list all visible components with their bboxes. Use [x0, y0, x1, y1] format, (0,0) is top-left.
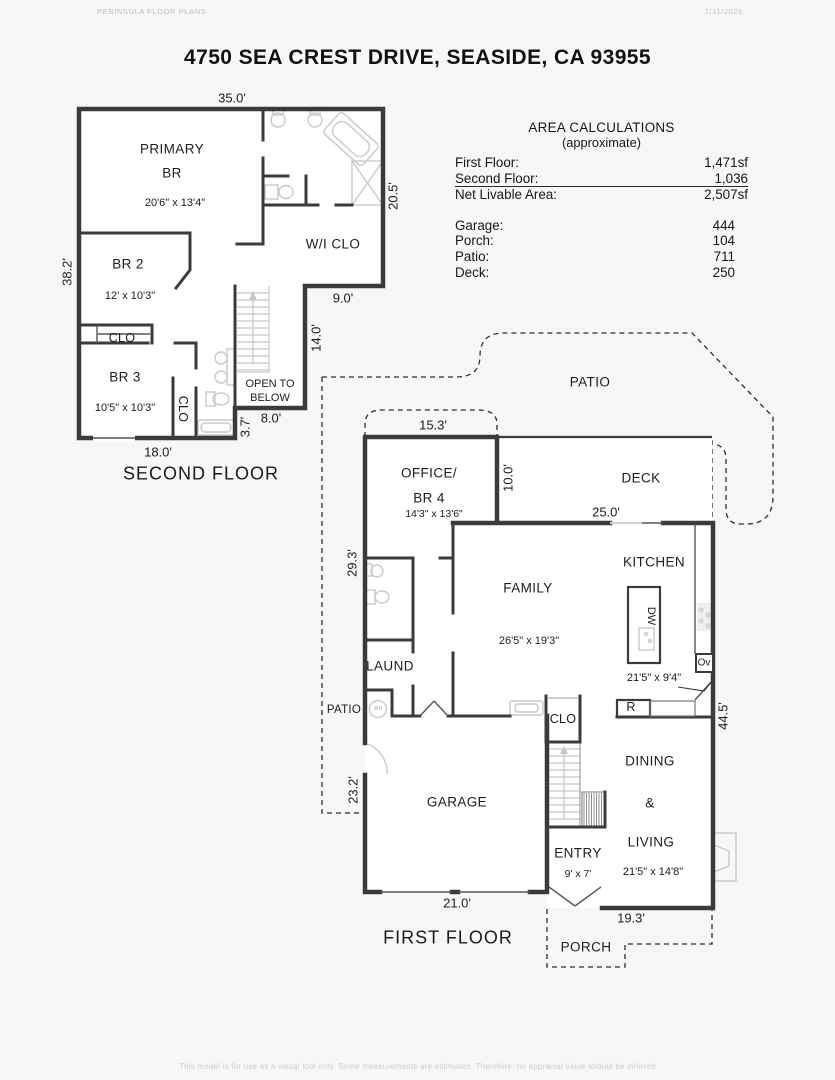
sf-primary-br-size: 20'6" x 13'4" — [144, 197, 206, 209]
area-calc-subtitle: (approximate) — [562, 135, 641, 150]
ff-closet-label: CLO — [549, 712, 577, 726]
ff-laundry-label: LAUND — [366, 658, 414, 674]
ff-kitchen-label: KITCHEN — [622, 554, 686, 570]
sf-dim-step: 9.0' — [332, 290, 354, 306]
ff-dim-left-lower: 23.2' — [345, 776, 361, 804]
area-row-first-floor: First Floor: 1,471sf — [455, 155, 748, 170]
ff-range-label: R — [626, 700, 636, 714]
ff-dim-garage-bottom: 21.0' — [443, 895, 471, 911]
area-calc-title: AREA CALCULATIONS — [528, 120, 675, 135]
page-title: 4750 SEA CREST DRIVE, SEASIDE, CA 93955 — [184, 46, 651, 69]
first-floor-title: FIRST FLOOR — [383, 927, 513, 948]
ff-oven-label: Ov — [697, 657, 711, 669]
area-row-second-floor: Second Floor: 1,036 — [455, 170, 748, 188]
ff-office-label: OFFICE/ — [400, 465, 458, 481]
ff-living-size: 21'5" x 14'8" — [622, 866, 684, 878]
sf-br2-closet-label: CLO — [108, 331, 136, 345]
sf-open-to-below-label2: BELOW — [250, 392, 290, 404]
ff-ampersand-label: & — [645, 795, 655, 811]
sf-br2-label: BR 2 — [112, 256, 144, 272]
ff-dim-office-top: 15.3' — [419, 417, 447, 433]
ff-dining-label: DINING — [625, 753, 675, 769]
sf-dim-notch: 3.7' — [237, 416, 253, 438]
ff-entry-size: 9' x 7' — [564, 868, 592, 880]
ff-dishwasher-label: DW — [645, 606, 657, 626]
sf-dim-left: 38.2' — [59, 258, 75, 286]
ff-dim-deck-depth: 10.0' — [500, 464, 516, 492]
area-row-garage: Garage: 444 — [455, 217, 735, 233]
sf-primary-br-label: PRIMARY — [139, 141, 205, 157]
date-label: 1/11/2026 — [704, 7, 743, 16]
sf-br3-closet-label: CLO — [176, 395, 190, 423]
ff-family-label: FAMILY — [503, 580, 553, 596]
ff-office-label2: BR 4 — [413, 490, 445, 506]
ff-dim-right: 44.5' — [715, 702, 731, 730]
ff-patio-upper-label: PATIO — [569, 374, 611, 390]
area-row-porch: Porch: 104 — [455, 233, 735, 249]
ff-garage-label: GARAGE — [426, 794, 488, 810]
sf-br3-size: 10'5" x 10'3" — [94, 402, 156, 414]
sf-dim-bottom: 18.0' — [144, 444, 172, 460]
ff-office-size: 14'3" x 13'6" — [405, 508, 463, 520]
sf-br2-size: 12' x 10'3" — [104, 290, 156, 302]
second-floor-title: SECOND FLOOR — [122, 463, 280, 484]
ff-dim-living-bottom: 19.3' — [617, 910, 645, 926]
sf-dim-right: 20.5' — [385, 182, 401, 210]
ff-dim-kitchen-top: 25.0' — [592, 504, 620, 520]
ff-deck-label: DECK — [621, 470, 661, 486]
second-floor-geometry — [76, 106, 386, 442]
sf-primary-br-label2: BR — [162, 165, 182, 181]
area-row-deck: Deck: 250 — [455, 264, 735, 280]
sf-walk-in-closet-label: W/I CLO — [305, 236, 361, 252]
disclaimer-text: This model is for use as a visual tool o… — [179, 1062, 656, 1071]
ff-water-heater-label: WH — [373, 706, 383, 712]
sf-dim-stairwell: 14.0' — [308, 324, 324, 352]
sf-dim-stair-bottom: 8.0' — [260, 410, 282, 426]
ff-dim-left-upper: 29.3' — [344, 549, 360, 577]
brand-label: PENINSULA FLOOR PLANS — [97, 7, 207, 16]
area-calculations: AREA CALCULATIONS (approximate) First Fl… — [455, 120, 748, 280]
ff-patio-side-label: PATIO — [326, 704, 362, 716]
ff-family-size: 26'5" x 19'3" — [498, 635, 560, 647]
sf-dim-top: 35.0' — [218, 90, 246, 106]
ff-entry-label: ENTRY — [554, 845, 602, 861]
sf-open-to-below-label: OPEN TO — [245, 378, 295, 390]
sf-br3-label: BR 3 — [109, 369, 141, 385]
ff-porch-label: PORCH — [560, 939, 612, 955]
area-row-patio: Patio: 711 — [455, 248, 735, 264]
first-floor-geometry — [321, 332, 774, 968]
ff-living-label: LIVING — [627, 834, 675, 850]
area-row-net-livable: Net Livable Area: 2,507sf — [455, 187, 748, 203]
ff-kitchen-size: 21'5" x 9'4" — [626, 672, 682, 684]
